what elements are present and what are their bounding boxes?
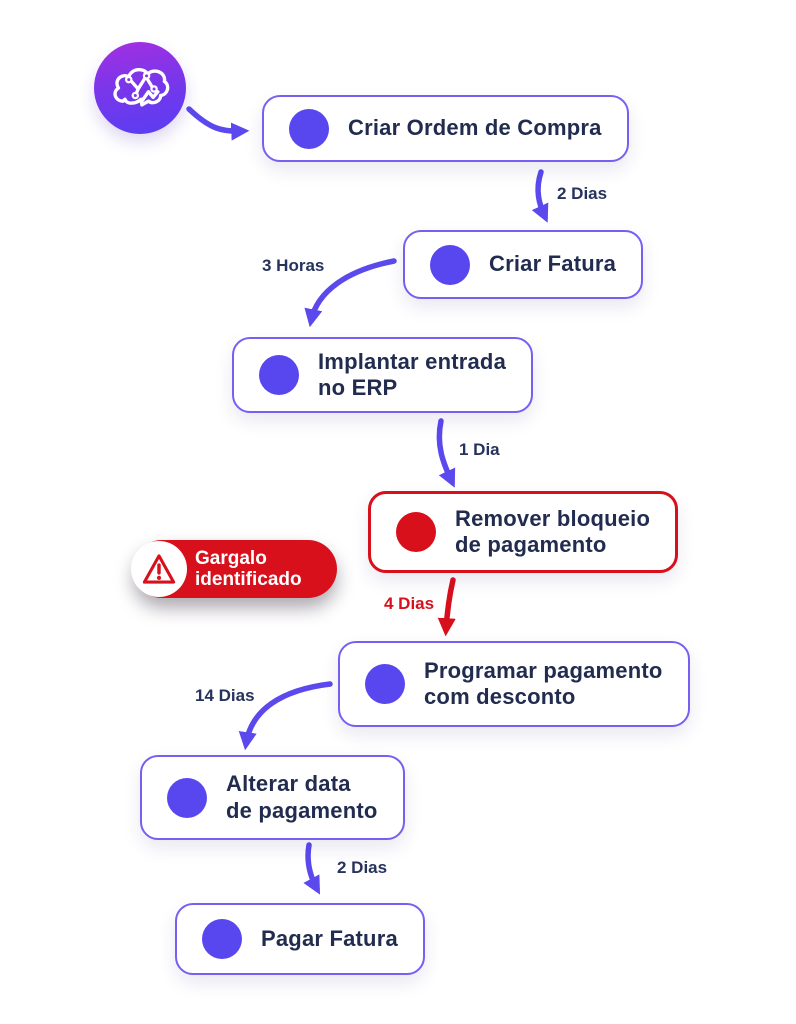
activity-dot xyxy=(430,244,470,285)
activity-dot xyxy=(259,355,299,395)
warning-triangle-icon xyxy=(142,554,176,584)
activity-dot xyxy=(365,664,405,704)
bottleneck-badge: Gargalo identificado xyxy=(131,540,337,598)
brain-circuit-logo xyxy=(94,42,186,134)
node-pagar-fatura: Pagar Fatura xyxy=(175,903,425,975)
edge-duration-label: 2 Dias xyxy=(337,858,388,877)
activity-dot xyxy=(396,512,436,552)
node-label: Criar Fatura xyxy=(489,251,617,277)
node-criar-fatura: Criar Fatura xyxy=(403,230,644,299)
edge-logo-to-criar-ordem xyxy=(186,106,250,141)
edge-duration-label: 14 Dias xyxy=(195,686,255,705)
activity-dot xyxy=(289,108,329,149)
edge-duration-label: 2 Dias xyxy=(557,184,608,203)
node-criar-ordem-de-compra: Criar Ordem de Compra xyxy=(262,95,629,162)
badge-icon-circle xyxy=(131,541,187,597)
edge-alterar-data-to-pagar-fatura xyxy=(303,842,321,895)
edge-implantar-erp-to-remover-bloqueio xyxy=(436,418,456,488)
edge-duration-label: 1 Dia xyxy=(459,440,500,459)
badge-label: Gargalo identificado xyxy=(195,547,302,590)
edge-duration-label: 4 Dias xyxy=(384,594,435,613)
node-label: Criar Ordem de Compra xyxy=(348,115,602,141)
edge-remover-bloqueio-to-programar xyxy=(437,577,456,637)
edge-criar-ordem-to-criar-fatura xyxy=(531,169,549,223)
edge-programar-to-alterar-data xyxy=(238,681,333,751)
node-label: Pagar Fatura xyxy=(261,925,398,951)
edge-criar-fatura-to-implantar-erp xyxy=(304,258,397,328)
edge-duration-label: 3 Horas xyxy=(262,256,325,275)
activity-dot xyxy=(167,777,207,818)
brain-circuit-icon xyxy=(113,68,170,107)
activity-dot xyxy=(202,919,242,959)
